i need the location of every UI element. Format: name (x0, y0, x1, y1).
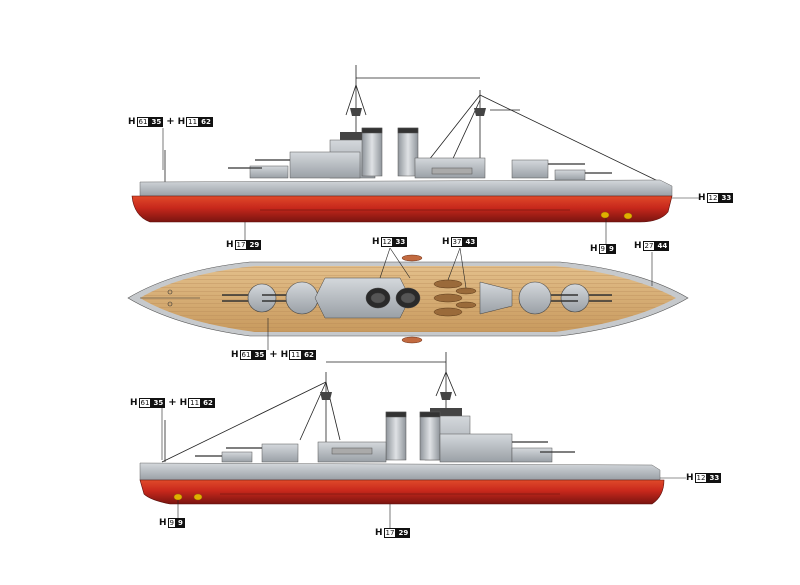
callout-top-mast: H 61 35 + H 11 62 (128, 117, 213, 127)
callout-b: 62 (199, 117, 213, 127)
callout-b: 44 (655, 241, 670, 251)
callout-h: H (634, 241, 642, 251)
callout-b: 35 (252, 350, 267, 360)
top-hull-lower (131, 195, 673, 223)
callout-h: H (177, 117, 186, 127)
callout-h: H (375, 528, 383, 538)
callout-bottom-stern-waterline: H 12 33 (686, 473, 722, 483)
callout-b: 9 (176, 518, 185, 528)
callout-b: 33 (707, 473, 722, 483)
callout-top-stern-waterline: H 12 33 (698, 193, 734, 203)
callout-a: 11 (186, 117, 200, 127)
callout-a: 11 (188, 398, 202, 408)
plus-sign: + (166, 116, 175, 127)
callout-top-propeller: H 9 9 (590, 244, 616, 254)
callout-h: H (590, 244, 598, 254)
callout-a: 12 (706, 193, 720, 203)
top-propellers (600, 211, 633, 220)
callout-b: 43 (463, 237, 478, 247)
plus-sign: + (168, 397, 177, 408)
callout-h: H (686, 473, 694, 483)
callout-a: 61 (239, 350, 253, 360)
callout-a: 61 (138, 398, 152, 408)
callout-a: 61 (136, 117, 150, 127)
callout-deck-funnels: H 12 33 (372, 237, 408, 247)
callout-a: 9 (167, 518, 177, 528)
callout-deck-boats: H 37 43 (442, 237, 478, 247)
top-gun-barrels (228, 159, 612, 174)
callout-h: H (179, 398, 188, 408)
bottom-superstructure (221, 411, 553, 463)
deck-superstructure (314, 277, 513, 319)
callout-a: 11 (289, 350, 303, 360)
callout-deck-stern: H 27 44 (634, 241, 670, 251)
callout-b: 29 (247, 240, 262, 250)
top-mast-tops (340, 108, 486, 140)
callout-b: 35 (149, 117, 164, 127)
callout-bottom-mast: H 61 35 + H 11 62 (130, 398, 215, 408)
callout-h: H (130, 398, 138, 408)
bottom-hull-upper (139, 462, 661, 481)
deck-turrets (247, 281, 590, 315)
callout-h: H (372, 237, 380, 247)
callout-a: 37 (450, 237, 464, 247)
callout-b: 35 (151, 398, 166, 408)
port-profile-view (139, 352, 665, 505)
top-hull-upper (139, 179, 673, 197)
deck-boats (433, 279, 477, 317)
deck-plan-view (127, 254, 689, 344)
callout-bottom-hull: H 17 29 (375, 528, 411, 538)
starboard-profile-view (131, 65, 673, 223)
top-superstructure (249, 127, 586, 181)
callout-h: H (128, 117, 136, 127)
top-rigging (164, 65, 661, 183)
bottom-gun-barrels (195, 441, 575, 457)
bottom-mast-tops (320, 392, 462, 416)
callout-deck-turret: H 61 35 + H 11 62 (231, 350, 316, 360)
deck-paravanes (401, 254, 423, 344)
callout-a: 17 (234, 240, 248, 250)
callout-b: 9 (607, 244, 616, 254)
callout-h: H (226, 240, 234, 250)
callout-b: 33 (393, 237, 408, 247)
bottom-hull-lower (139, 479, 665, 505)
deck-bow-anchor (140, 289, 200, 307)
callout-bottom-propeller: H 9 9 (159, 518, 185, 528)
leader-lines (161, 128, 700, 528)
callout-a: 12 (694, 473, 708, 483)
callout-b: 29 (396, 528, 411, 538)
deck-turret-barrels (222, 294, 612, 302)
callout-b: 62 (302, 350, 316, 360)
callout-a: 9 (598, 244, 608, 254)
callout-top-hull: H 17 29 (226, 240, 262, 250)
callout-h: H (231, 350, 239, 360)
callout-b: 62 (201, 398, 215, 408)
callout-h: H (280, 350, 289, 360)
callout-a: 27 (642, 241, 656, 251)
plus-sign: + (269, 349, 278, 360)
callout-b: 33 (719, 193, 734, 203)
callout-h: H (159, 518, 167, 528)
callout-a: 17 (383, 528, 397, 538)
callout-h: H (442, 237, 450, 247)
callout-a: 12 (380, 237, 394, 247)
callout-h: H (698, 193, 706, 203)
